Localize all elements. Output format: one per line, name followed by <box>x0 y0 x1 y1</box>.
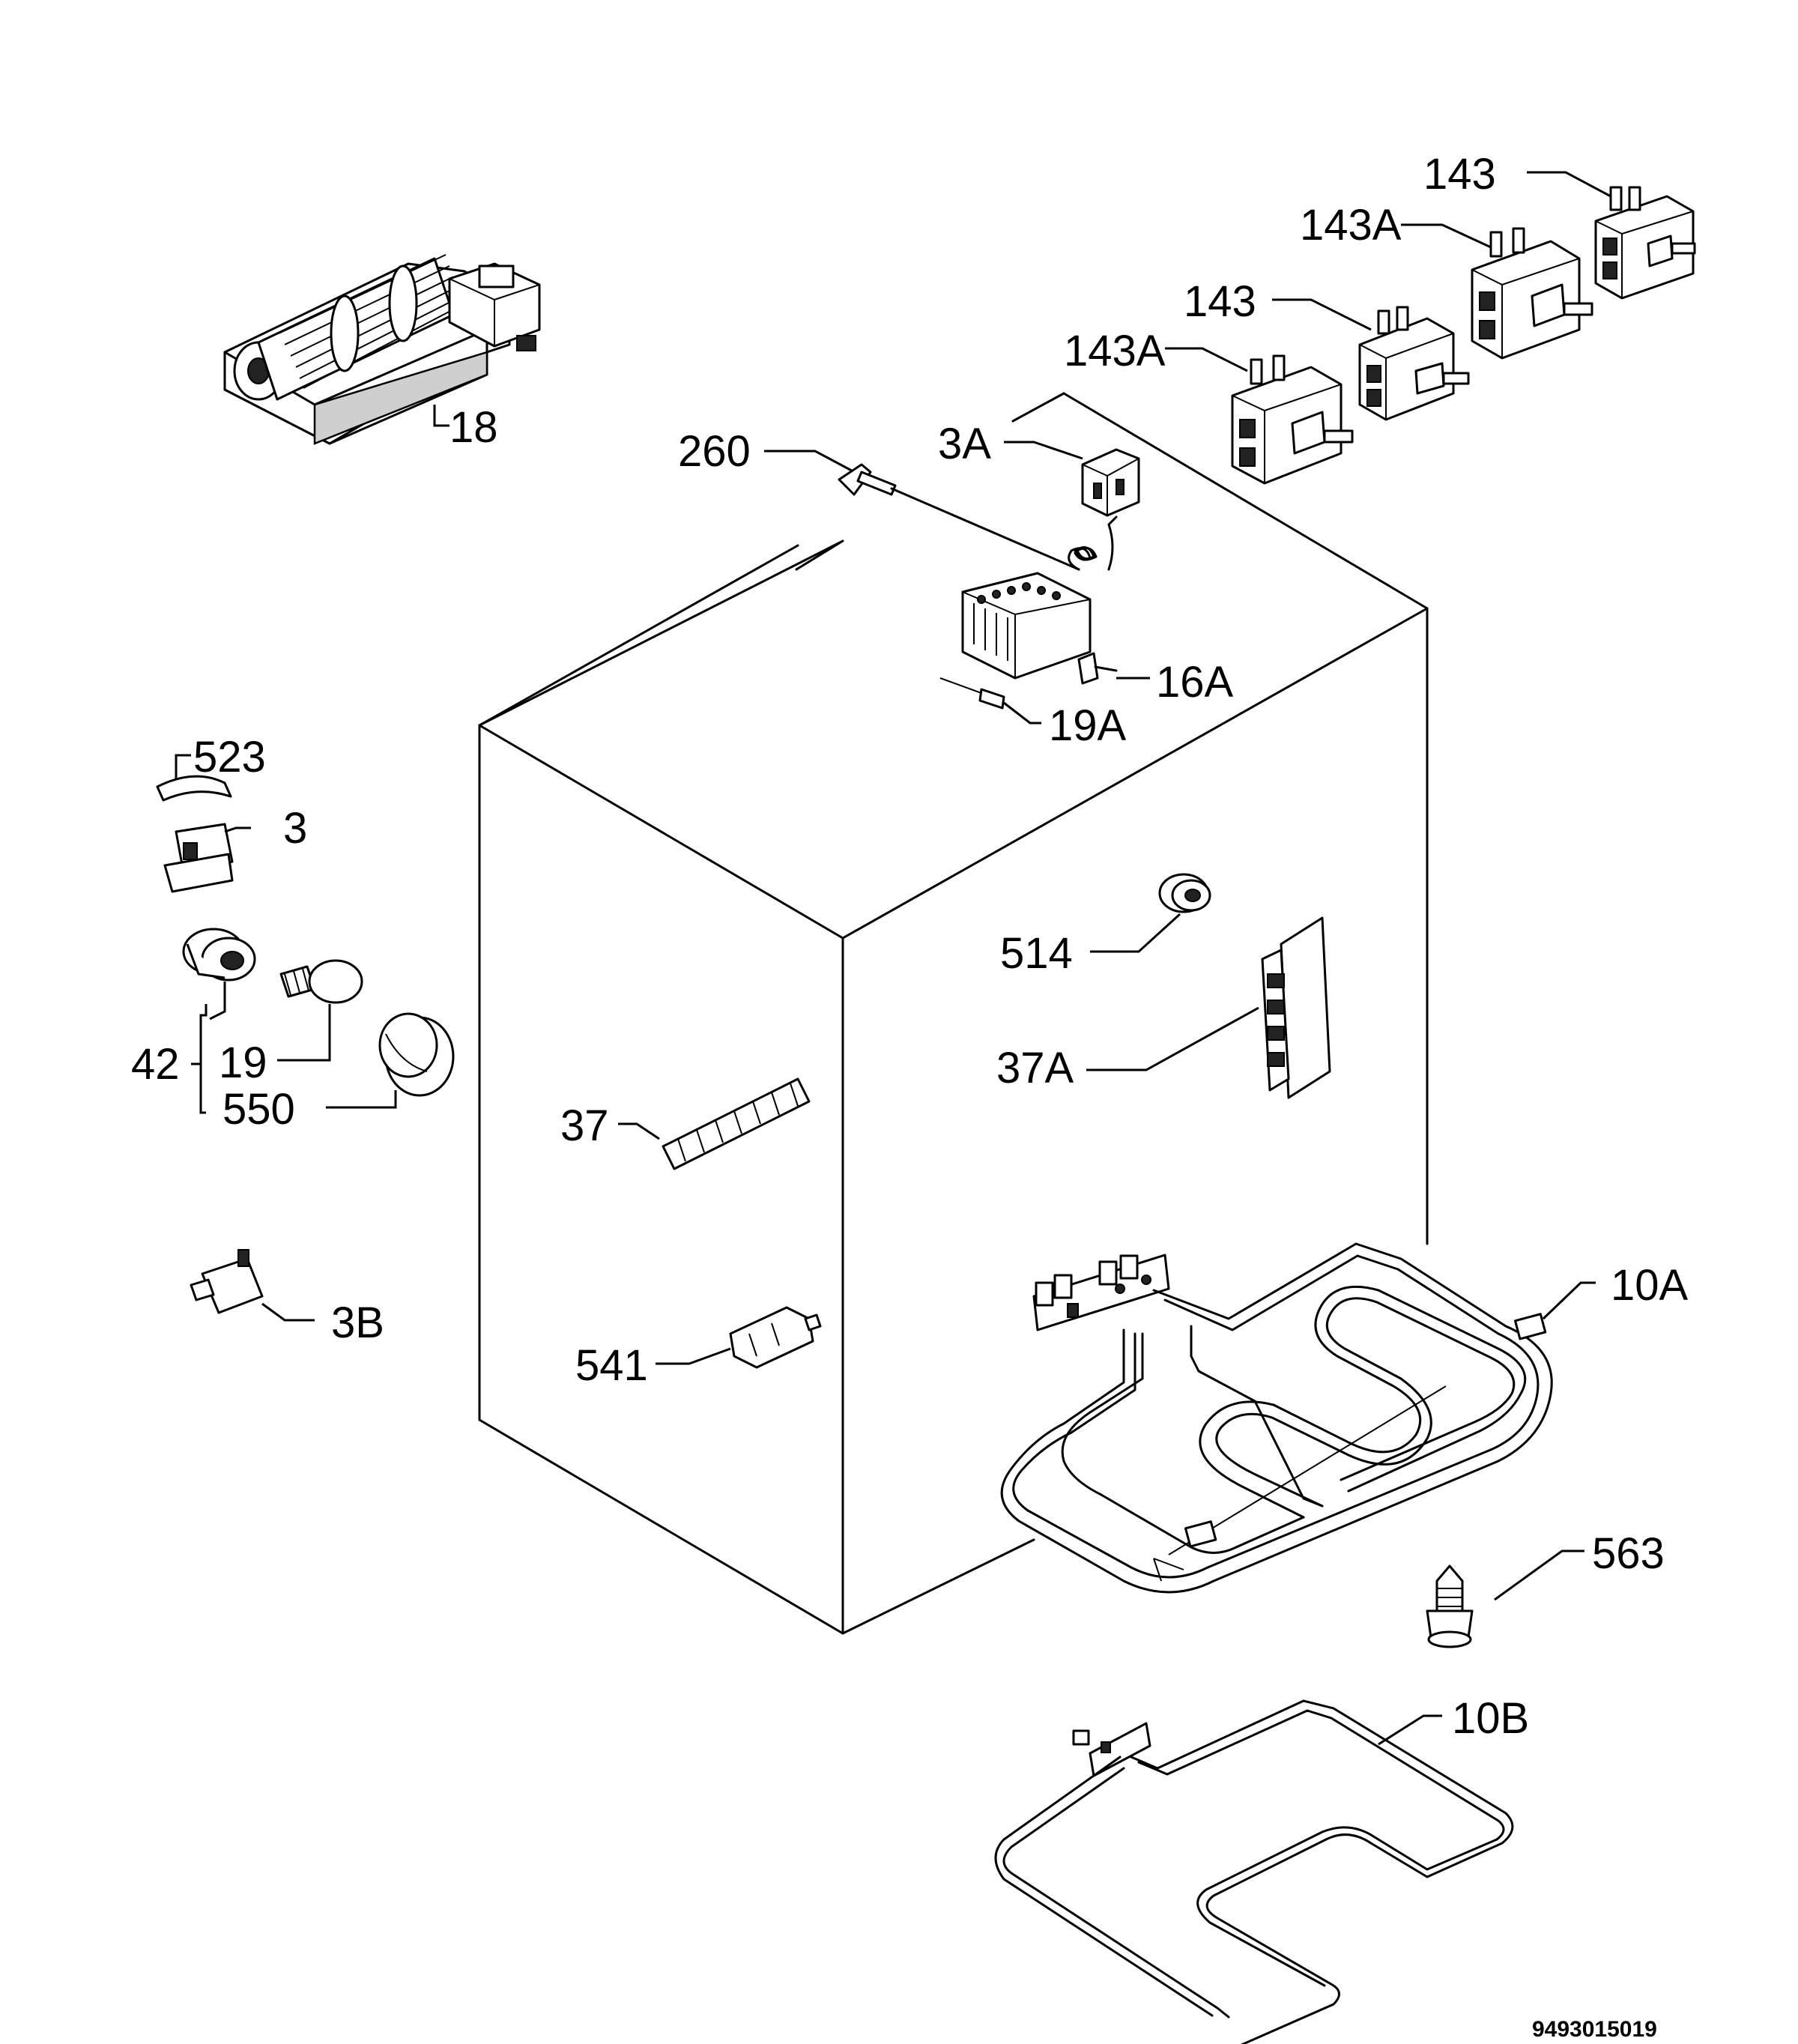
label-19: 19 <box>219 1038 267 1087</box>
label-143a-mid: 143A <box>1064 327 1166 375</box>
label-37: 37 <box>560 1101 609 1150</box>
switch-143a-mid: 143A <box>1064 327 1354 485</box>
lamp-group-bracket: 42 19 550 <box>131 982 397 1134</box>
grommet-514: 514 <box>1000 873 1211 978</box>
label-19a: 19A <box>1049 701 1127 750</box>
lamp-cover-550 <box>378 1012 455 1097</box>
lamp-19a: 19A <box>939 677 1127 750</box>
terminal-block-37a: 37A <box>996 916 1331 1099</box>
oven-cabinet-box <box>478 392 1429 1635</box>
connector-541: 541 <box>575 1306 822 1390</box>
foot-563: 563 <box>1426 1529 1665 1648</box>
terminal-block-37: 37 <box>560 1077 811 1170</box>
label-3: 3 <box>283 804 307 853</box>
label-37a: 37A <box>996 1044 1074 1092</box>
label-143a-top: 143A <box>1300 201 1402 250</box>
lamp-bulb-19 <box>279 959 363 1004</box>
label-260: 260 <box>678 427 751 476</box>
label-16a: 16A <box>1156 658 1234 707</box>
label-514: 514 <box>1000 929 1073 978</box>
grill-element-10a: 10A <box>1000 1242 1689 1594</box>
label-143-mid: 143 <box>1184 277 1256 326</box>
clip-523: 523 <box>156 733 266 802</box>
fan-motor-assembly: 18 <box>223 254 541 452</box>
label-523: 523 <box>193 733 266 781</box>
label-143-top: 143 <box>1423 150 1496 199</box>
part-3b: 3B <box>190 1249 384 1347</box>
label-10a: 10A <box>1611 1261 1689 1310</box>
drawing-code: 9493015019 <box>1532 2017 1657 2042</box>
switch-143a-top: 143A <box>1300 201 1593 360</box>
label-563: 563 <box>1592 1529 1665 1578</box>
label-550: 550 <box>223 1085 295 1134</box>
part-3-bracket: 3 <box>163 804 307 893</box>
label-10b: 10B <box>1452 1694 1529 1743</box>
label-18: 18 <box>450 403 498 452</box>
switch-143-top: 143 <box>1423 150 1696 300</box>
label-3a: 3A <box>938 420 991 468</box>
label-42: 42 <box>131 1040 180 1089</box>
bottom-element-10b: 10B <box>994 1694 1529 2044</box>
lamp-holder-42 <box>182 928 256 982</box>
thermostat-probe-part: 260 <box>678 427 1118 571</box>
label-3b: 3B <box>331 1298 384 1347</box>
fan-drum <box>257 254 455 401</box>
switch-143-mid: 143 <box>1184 277 1470 421</box>
thermostat-switch-3a: 3A <box>938 420 1140 517</box>
selector-switch-16a: 16A <box>961 572 1234 707</box>
fan-motor-housing <box>448 262 541 351</box>
label-541: 541 <box>575 1341 648 1390</box>
